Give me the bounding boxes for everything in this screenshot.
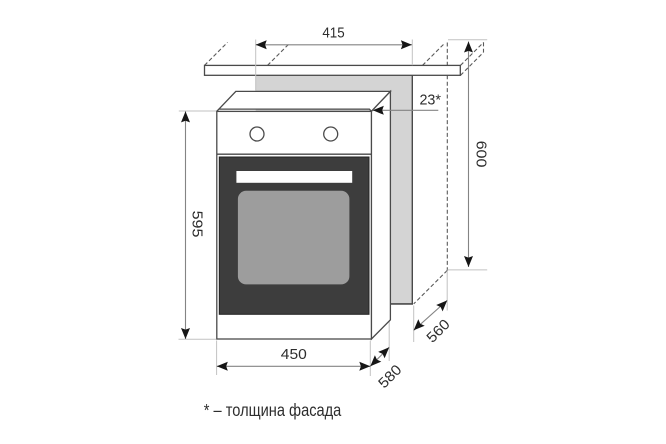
svg-text:450: 450	[281, 347, 307, 363]
svg-text:* – толщина фасада: * – толщина фасада	[204, 400, 342, 420]
svg-text:600: 600	[473, 141, 489, 168]
svg-text:595: 595	[189, 211, 205, 238]
svg-text:415: 415	[322, 25, 344, 41]
svg-text:23*: 23*	[419, 92, 441, 108]
